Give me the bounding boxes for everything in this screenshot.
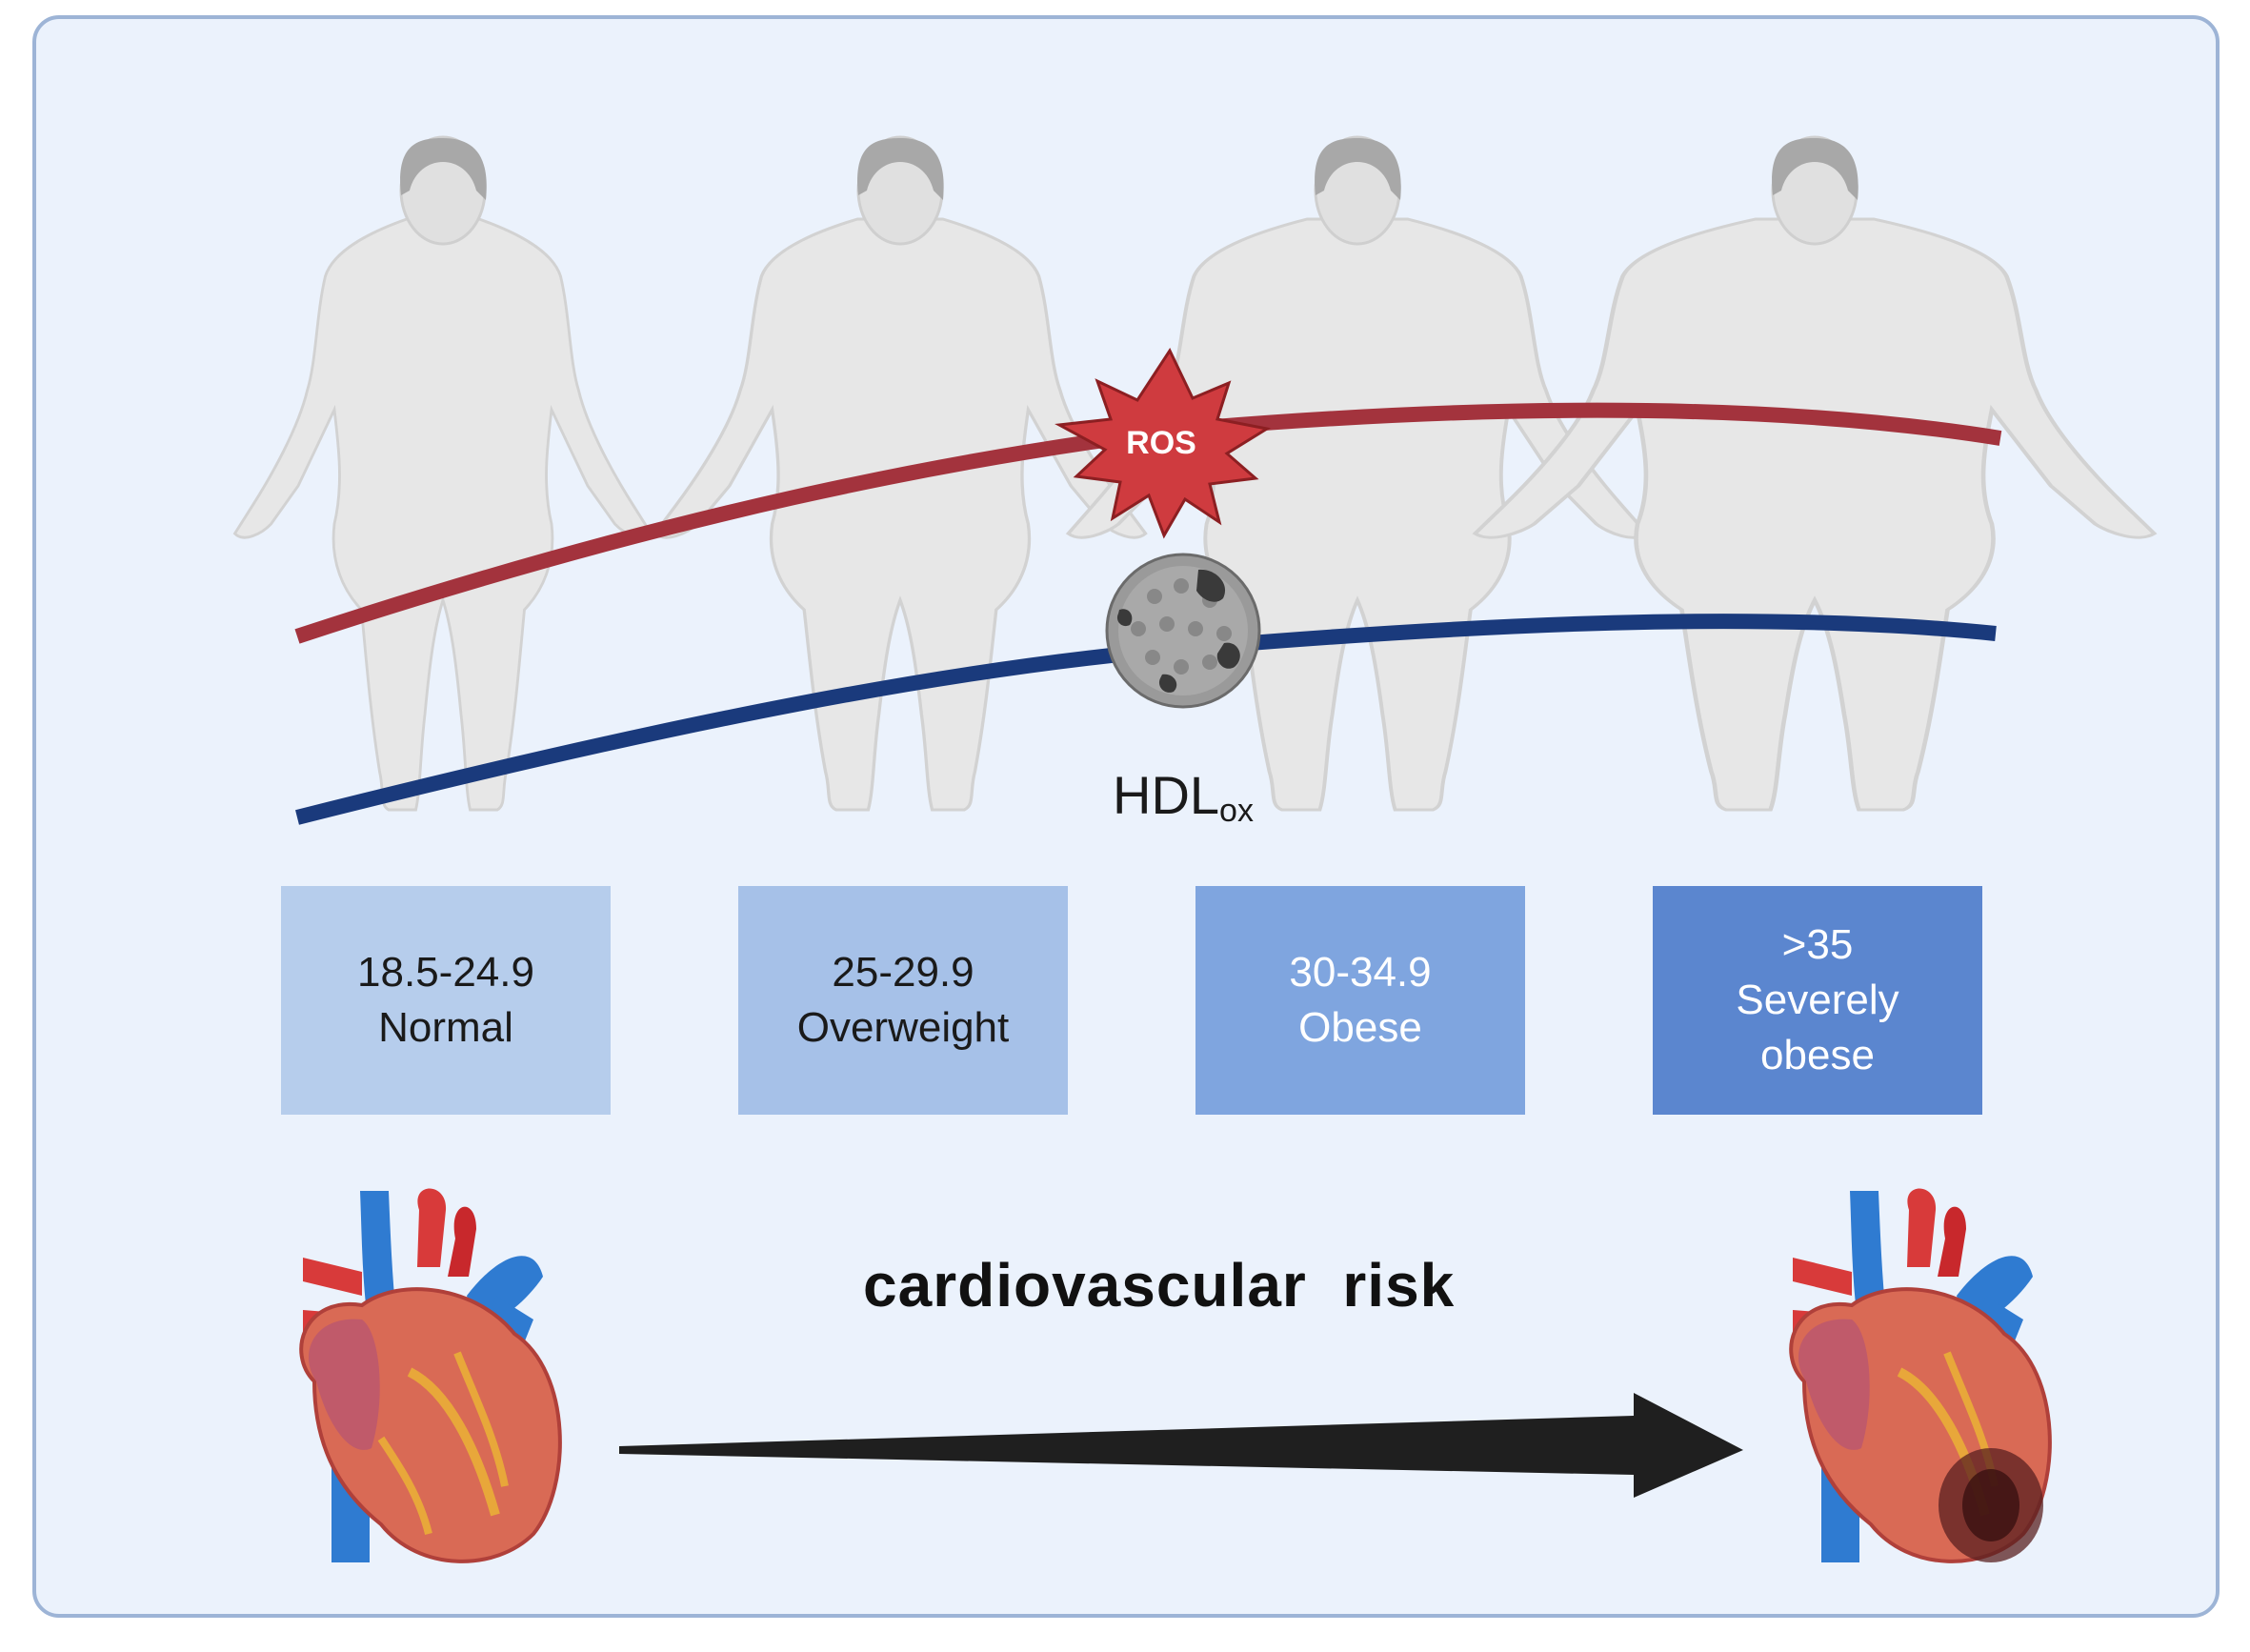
ros-label: ROS (1126, 425, 1196, 461)
bmi-box-overweight: 25-29.9 Overweight (738, 886, 1068, 1115)
bmi-box-severely-obese: >35 Severely obese (1653, 886, 1982, 1115)
bmi-label: Overweight (796, 1004, 1010, 1051)
cardiovascular-risk-label: cardiovascular risk (863, 1251, 1456, 1320)
hdl-particle-icon (1105, 553, 1261, 709)
bmi-range: 25-29.9 (832, 949, 974, 996)
bmi-label: Obese (1298, 1004, 1422, 1051)
figure-overweight (653, 135, 1148, 812)
healthy-heart-icon (299, 1188, 562, 1563)
damaged-heart-icon (1789, 1188, 2052, 1563)
risk-arrow (619, 1393, 1743, 1498)
hdl-label: HDLox (1113, 764, 1254, 830)
ros-burst (1055, 347, 1272, 539)
figure-severely-obese (1476, 135, 2155, 810)
hdl-label-subscript: ox (1219, 793, 1254, 829)
bmi-range: 30-34.9 (1289, 949, 1432, 996)
figure-normal (232, 135, 653, 812)
figure-obese (1066, 135, 1649, 812)
arrow-right-icon (619, 1393, 1743, 1498)
bmi-box-normal: 18.5-24.9 Normal (281, 886, 611, 1115)
bmi-label-line1: Severely (1736, 977, 1899, 1023)
starburst-icon (1055, 347, 1272, 539)
bmi-range: >35 (1781, 921, 1854, 968)
bmi-label-line2: obese (1760, 1032, 1875, 1078)
bmi-label: Normal (378, 1004, 513, 1051)
bmi-box-obese: 30-34.9 Obese (1195, 886, 1525, 1115)
bmi-range: 18.5-24.9 (357, 949, 534, 996)
hdl-label-base: HDL (1113, 765, 1220, 825)
